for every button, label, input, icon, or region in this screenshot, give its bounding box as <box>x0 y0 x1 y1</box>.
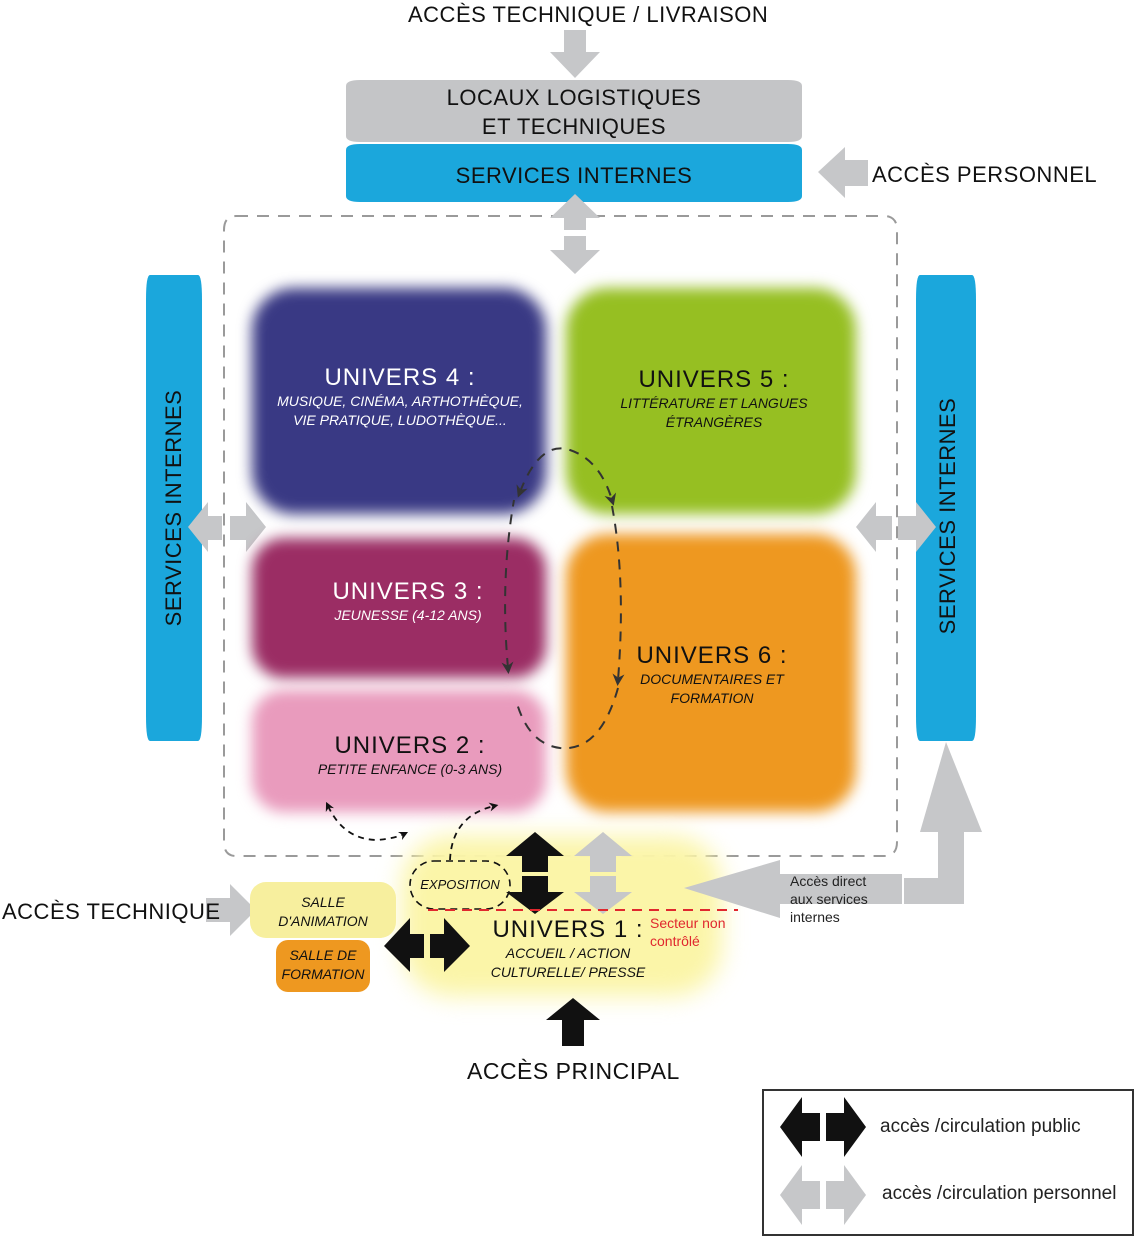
uncontrolled-line1: Secteur non <box>650 915 726 931</box>
exposition-label: EXPOSITION <box>420 877 500 892</box>
legend-icons <box>780 1097 866 1225</box>
univers-4-title: UNIVERS 4 : <box>324 364 476 391</box>
salle-formation-block <box>276 940 370 992</box>
uncontrolled-sector-label: Secteur non contrôlé <box>650 914 726 950</box>
legend-public-arrow-right <box>826 1097 866 1157</box>
univers-5-text: UNIVERS 5 : LITTÉRATURE ET LANGUES ÉTRAN… <box>576 366 852 432</box>
salle-animation-block <box>250 882 396 938</box>
legend-staff-label: accès /circulation personnel <box>882 1183 1117 1204</box>
circulation-loop-bottom <box>515 687 619 750</box>
univers-3-text: UNIVERS 3 : JEUNESSE (4-12 ANS) <box>270 578 546 625</box>
public-arrow-right <box>430 918 470 972</box>
logistics-block <box>346 80 802 142</box>
direct-access-line1: Accès direct <box>790 873 867 889</box>
salle-formation-text: SALLE DE FORMATION <box>276 946 370 984</box>
univers-2-block <box>252 690 546 812</box>
univers-4-sub-1: MUSIQUE, CINÉMA, ARTHOTHÈQUE, <box>277 393 523 409</box>
circulation-loop-left <box>501 499 515 674</box>
salle-animation-line2: D'ANIMATION <box>278 913 368 929</box>
univers-4-block <box>252 288 546 514</box>
legend-staff-arrow-right <box>826 1165 866 1225</box>
univers-6-block <box>566 534 856 812</box>
univers-2-title: UNIVERS 2 : <box>334 732 486 759</box>
staff-access-arrow <box>818 147 868 198</box>
staff-arrow-top-up <box>550 194 600 230</box>
univers-4-text: UNIVERS 4 : MUSIQUE, CINÉMA, ARTHOTHÈQUE… <box>262 364 538 430</box>
univers-1-sub-1: ACCUEIL / ACTION <box>505 945 631 961</box>
univers-1-sub-2: CULTURELLE/ PRESSE <box>490 964 646 980</box>
legend-staff-arrow-left <box>780 1165 820 1225</box>
univers-4-sub-2: VIE PRATIQUE, LUDOTHÈQUE... <box>293 412 507 428</box>
staff-access-label: ACCÈS PERSONNEL <box>872 162 1098 187</box>
univers-3-title: UNIVERS 3 : <box>332 578 484 605</box>
services-right-block <box>916 275 976 741</box>
technical-access-arrow <box>206 884 256 936</box>
public-arrow-left <box>384 918 424 972</box>
staff-arrow-left-out <box>188 502 222 552</box>
salle-animation-line1: SALLE <box>301 894 345 910</box>
univers-6-title: UNIVERS 6 : <box>636 642 788 669</box>
univers-5-sub-2: ÉTRANGÈRES <box>665 414 763 430</box>
uncontrolled-line2: contrôlé <box>650 933 700 949</box>
legend-public-arrow-left <box>780 1097 820 1157</box>
salle-animation-text: SALLE D'ANIMATION <box>250 893 396 931</box>
univers-6-sub-2: FORMATION <box>670 690 754 706</box>
exposition-outline <box>409 860 511 910</box>
univers-5-title: UNIVERS 5 : <box>638 366 790 393</box>
salle-formation-line1: SALLE DE <box>289 947 357 963</box>
univers-1-block <box>402 836 722 996</box>
circulation-loop-right <box>611 505 625 686</box>
staff-arrow-right-in <box>898 502 936 552</box>
univers-3-block <box>252 538 546 678</box>
direct-access-label: Accès direct aux services internes <box>790 872 868 926</box>
top-technical-access-label: ACCÈS TECHNIQUE / LIVRAISON <box>408 2 769 27</box>
staff-arrow-bottom-down <box>574 876 632 914</box>
univers-2-sub-1: PETITE ENFANCE (0-3 ANS) <box>317 761 503 777</box>
univers-1-text: UNIVERS 1 : ACCUEIL / ACTION CULTURELLE/… <box>468 916 668 982</box>
univers-5-block <box>566 288 856 514</box>
direct-access-line3: internes <box>790 909 840 925</box>
univers-6-text: UNIVERS 6 : DOCUMENTAIRES ET FORMATION <box>574 642 850 708</box>
univers-5-sub-1: LITTÉRATURE ET LANGUES <box>620 395 808 411</box>
direct-access-line2: aux services <box>790 891 868 907</box>
salle-formation-line2: FORMATION <box>281 966 365 982</box>
univers-1-title: UNIVERS 1 : <box>492 916 644 943</box>
staff-arrow-right-out <box>856 502 892 552</box>
univers-2-circulation-right <box>449 802 499 861</box>
controlled-zone-boundary <box>223 215 898 857</box>
services-top-block <box>346 144 802 202</box>
circulation-loop-path <box>516 447 617 506</box>
staff-arrow-bottom-up <box>574 832 632 872</box>
logistics-label-1: LOCAUX LOGISTIQUES <box>446 85 702 110</box>
legend-public-label: accès /circulation public <box>880 1116 1081 1137</box>
logistics-label-2: ET TECHNIQUES <box>481 114 667 139</box>
univers-2-text: UNIVERS 2 : PETITE ENFANCE (0-3 ANS) <box>272 732 548 779</box>
services-top-label: SERVICES INTERNES <box>455 163 693 188</box>
delivery-arrow-down <box>550 30 600 78</box>
univers-2-circulation-left <box>325 801 409 841</box>
staff-arrow-top-down <box>550 236 600 274</box>
public-arrow-up <box>506 832 564 872</box>
staff-arrow-left-in <box>230 502 266 552</box>
legend-box: accès /circulation public accès /circula… <box>762 1089 1134 1236</box>
main-access-label: ACCÈS PRINCIPAL <box>467 1058 680 1084</box>
main-access-arrow <box>546 998 600 1046</box>
direct-access-bent-arrow <box>904 742 982 904</box>
univers-6-sub-1: DOCUMENTAIRES ET <box>640 671 784 687</box>
services-left-block <box>146 275 202 741</box>
public-arrow-down <box>506 876 564 914</box>
univers-3-sub-1: JEUNESSE (4-12 ANS) <box>334 607 482 623</box>
technical-access-label: ACCÈS TECHNIQUE <box>2 899 221 924</box>
direct-access-arrow <box>684 860 902 918</box>
